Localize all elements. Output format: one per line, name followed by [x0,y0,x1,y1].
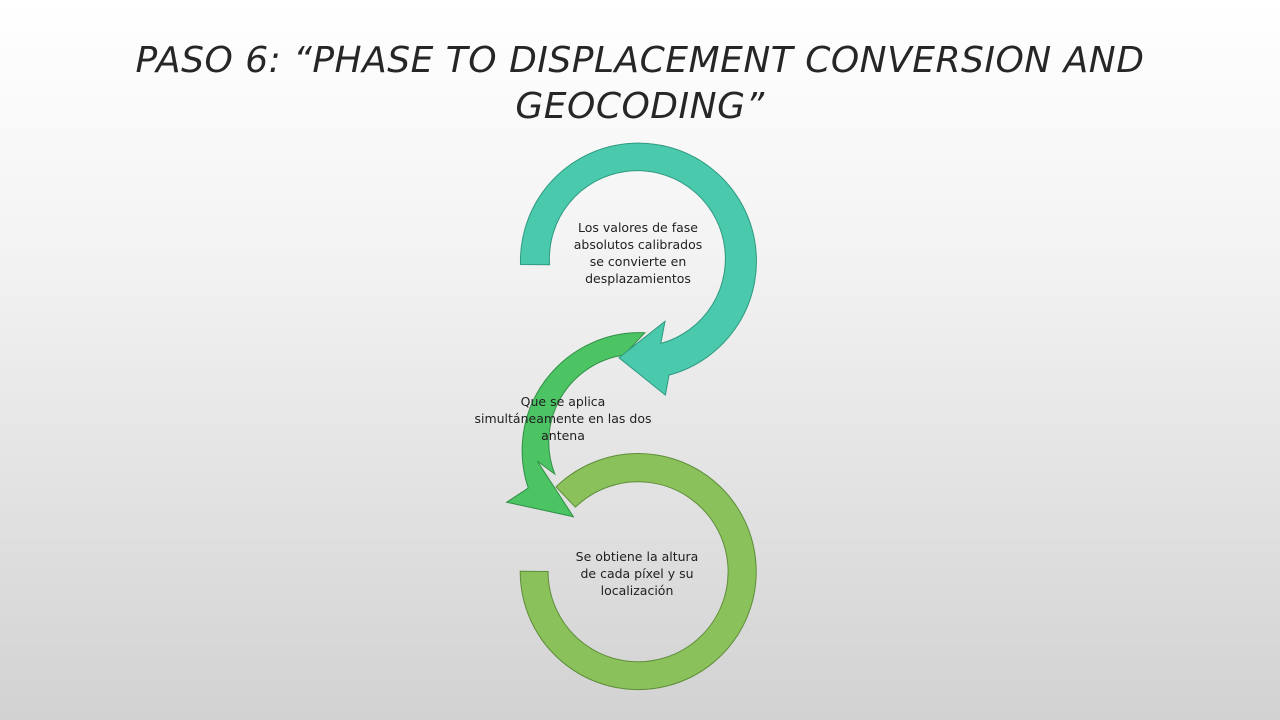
step-1-text: Los valores de fase absolutos calibrados… [548,219,728,287]
step-1-line: se convierte en [589,254,687,269]
step-2-arrow [505,332,647,518]
step-1-line: Los valores de fase [578,220,698,235]
step-3-line: de cada píxel y su [580,566,694,581]
step-3-line: localización [600,583,674,598]
step-1-line: absolutos calibrados [573,237,703,252]
slide-title: Paso 6: “Phase to displacement conversio… [60,38,1220,130]
step-2-line: simultáneamente en las dos [474,411,652,426]
step-1-arrow [519,142,757,397]
step-2-text: Que se aplica simultáneamente en las dos… [443,393,683,444]
title-line-2: geocoding” [515,86,765,127]
step-3-text: Se obtiene la altura de cada píxel y su … [547,548,727,599]
step-2-line: antena [541,428,585,443]
step-1-line: desplazamientos [585,271,691,286]
step-2-line: Que se aplica [520,394,606,409]
title-line-1: Paso 6: “Phase to displacement conversio… [135,40,1145,81]
step-3-line: Se obtiene la altura [575,549,699,564]
step-3-ring [519,453,757,691]
